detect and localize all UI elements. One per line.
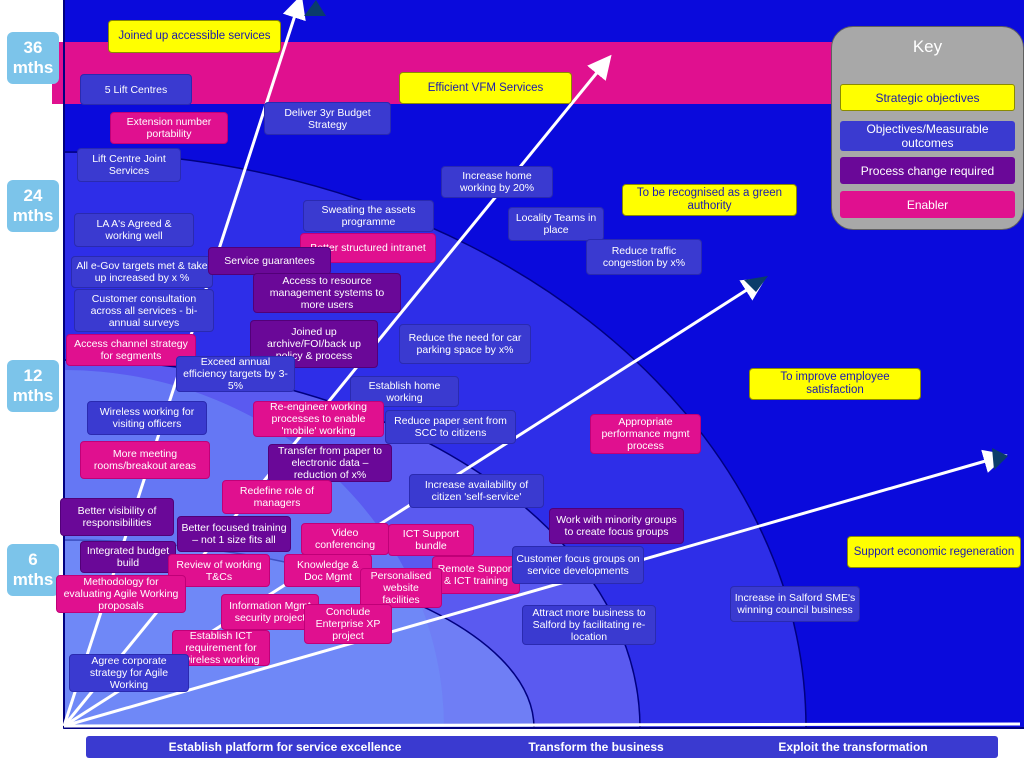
phase-transform: Transform the business	[528, 740, 664, 754]
enabler-meeting-rooms: More meeting rooms/breakout areas	[80, 441, 210, 479]
outcome-self-service: Increase availability of citizen 'self-s…	[409, 474, 544, 508]
outcome-laa: LA A's Agreed & working well	[74, 213, 194, 247]
month-6: 6 mths	[7, 544, 59, 596]
process-transfer-paper: Transfer from paper to electronic data –…	[268, 444, 392, 482]
outcome-lift-joint: Lift Centre Joint Services	[77, 148, 181, 182]
enabler-info-security: Information Mgmt security project	[221, 594, 319, 630]
arrowhead-4	[992, 448, 1008, 470]
enabler-reengineer: Re-engineer working processes to enable …	[253, 401, 384, 437]
outcome-annual-efficiency: Exceed annual efficiency targets by 3-5%	[176, 356, 295, 392]
strategic-objective-efficient-vfm: Efficient VFM Services	[399, 72, 572, 104]
outcome-customer-consultation: Customer consultation across all service…	[74, 289, 214, 332]
outcome-reduce-paper: Reduce paper sent from SCC to citizens	[385, 410, 516, 444]
outcome-attract-business: Attract more business to Salford by faci…	[522, 605, 656, 645]
outcome-locality-teams: Locality Teams in place	[508, 207, 604, 241]
outcome-egov: All e-Gov targets met & take up increase…	[71, 256, 213, 288]
enabler-conclude-xp: Conclude Enterprise XP project	[304, 604, 392, 644]
outcome-sweating-assets: Sweating the assets programme	[303, 200, 434, 232]
enabler-redefine-managers: Redefine role of managers	[222, 480, 332, 514]
month-24: 24 mths	[7, 180, 59, 232]
strategic-objective-economic-regen: Support economic regeneration	[847, 536, 1021, 568]
enabler-access-channel: Access channel strategy for segments	[66, 334, 196, 366]
key-process-change: Process change required	[840, 157, 1015, 184]
outcome-lift-centres: 5 Lift Centres	[80, 74, 192, 105]
strategic-objective-green-authority: To be recognised as a green authority	[622, 184, 797, 216]
outcome-home-working-20: Increase home working by 20%	[441, 166, 553, 198]
arrowhead-1	[304, 0, 326, 16]
outcome-wireless: Wireless working for visiting officers	[87, 401, 207, 435]
arrowhead-3	[744, 276, 768, 292]
phase-exploit: Exploit the transformation	[778, 740, 928, 754]
outcome-customer-focus: Customer focus groups on service develop…	[512, 546, 644, 584]
outcome-budget-strategy: Deliver 3yr Budget Strategy	[264, 102, 391, 135]
ray-5	[63, 722, 1021, 728]
enabler-performance-mgmt: Appropriate performance mgmt process	[590, 414, 701, 454]
process-archive-foi: Joined up archive/FOI/back up policy & p…	[250, 320, 378, 368]
process-resource-mgmt: Access to resource management systems to…	[253, 273, 401, 313]
outcome-sme: Increase in Salford SME's winning counci…	[730, 586, 860, 622]
process-service-guarantees: Service guarantees	[208, 247, 331, 275]
enabler-ict-support: ICT Support bundle	[388, 524, 474, 556]
enabler-video-conferencing: Video conferencing	[301, 523, 389, 555]
key-title: Key	[912, 37, 943, 56]
key-legend: Key Strategic objectives Objectives/Meas…	[831, 26, 1024, 230]
enabler-personalised-website: Personalised website facilities	[360, 568, 442, 608]
phase-bar: Establish platform for service excellenc…	[86, 736, 998, 758]
ray-4	[63, 449, 1008, 728]
enabler-extension-number: Extension number portability	[110, 112, 228, 144]
enabler-review-tcs: Review of working T&Cs	[168, 554, 270, 587]
enabler-methodology: Methodology for evaluating Agile Working…	[56, 575, 186, 613]
enabler-knowledge-doc: Knowledge & Doc Mgmt	[284, 554, 372, 587]
key-enabler: Enabler	[840, 191, 1015, 218]
process-better-training: Better focused training – not 1 size fit…	[177, 516, 291, 552]
strategic-objective-joined-up: Joined up accessible services	[108, 20, 281, 53]
strategic-objective-employee-satisfaction: To improve employee satisfaction	[749, 368, 921, 400]
key-objectives-outcomes: Objectives/Measurable outcomes	[840, 121, 1015, 151]
process-minority-groups: Work with minority groups to create focu…	[549, 508, 684, 544]
enabler-ict-wireless: Establish ICT requirement for wireless w…	[172, 630, 270, 666]
outcome-car-parking: Reduce the need for car parking space by…	[399, 324, 531, 364]
key-strategic-objectives: Strategic objectives	[840, 84, 1015, 111]
outcome-agile-strategy: Agree corporate strategy for Agile Worki…	[69, 654, 189, 692]
enabler-remote-support: Remote Support & ICT training	[432, 556, 520, 594]
process-visibility: Better visibility of responsibilities	[60, 498, 174, 536]
outcome-reduce-traffic: Reduce traffic congestion by x%	[586, 239, 702, 275]
month-12: 12 mths	[7, 360, 59, 412]
month-36: 36 mths	[7, 32, 59, 84]
process-integrated-budget: Integrated budget build	[80, 541, 176, 573]
phase-establish: Establish platform for service excellenc…	[168, 740, 402, 754]
